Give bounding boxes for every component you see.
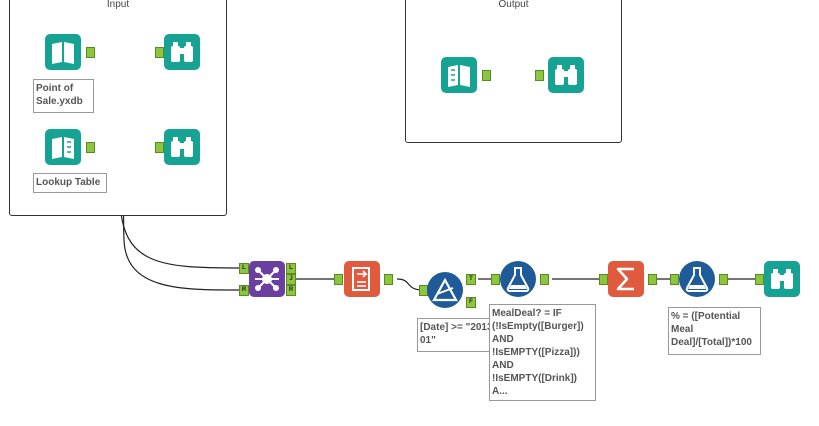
output-anchor[interactable]	[384, 274, 393, 285]
output-anchor[interactable]	[482, 70, 491, 81]
output-anchor[interactable]	[540, 274, 549, 285]
input-container-title: Input	[106, 0, 130, 10]
output-browse-tool[interactable]	[548, 57, 584, 93]
join-right-output-anchor[interactable]: R	[286, 285, 296, 296]
sigma-icon	[616, 267, 634, 291]
book-icon	[52, 42, 74, 64]
book-icon	[52, 137, 74, 159]
join-tool[interactable]	[249, 261, 285, 297]
input-anchor[interactable]	[670, 274, 679, 285]
join-icon	[255, 267, 279, 291]
filter-icon	[432, 277, 458, 302]
join-left-output-anchor[interactable]: L	[286, 263, 296, 274]
sort-tool[interactable]	[344, 261, 380, 297]
output-container[interactable]: Output	[405, 0, 622, 143]
filter-tool[interactable]	[427, 272, 463, 308]
formula-tool-2[interactable]	[679, 261, 715, 297]
binoculars-icon	[171, 42, 193, 62]
output-anchor[interactable]	[86, 47, 95, 58]
input-anchor[interactable]	[155, 142, 164, 153]
browse-tool-final[interactable]	[764, 261, 800, 297]
input-anchor[interactable]	[599, 274, 608, 285]
filter-true-anchor[interactable]: T	[466, 274, 476, 285]
browse-tool-1[interactable]	[164, 34, 200, 70]
binoculars-icon	[555, 65, 577, 85]
output-input-tool[interactable]	[441, 57, 477, 93]
summarize-tool[interactable]	[608, 261, 644, 297]
input-anchor[interactable]	[491, 274, 500, 285]
annotation-formula-1: MealDeal? = IF (!IsEmpty([Burger]) AND !…	[489, 304, 596, 401]
annotation-formula-2: % = ([Potential Meal Deal]/[Total])*100	[668, 307, 761, 355]
output-anchor[interactable]	[719, 274, 728, 285]
input-data-tool-1[interactable]	[45, 34, 81, 70]
join-join-output-anchor[interactable]: J	[286, 274, 296, 285]
formula-tool-1[interactable]	[500, 261, 536, 297]
input-data-tool-2[interactable]	[45, 129, 81, 165]
input-anchor[interactable]	[155, 47, 164, 58]
annotation-input-2: Lookup Table	[33, 173, 107, 193]
output-anchor[interactable]	[648, 274, 657, 285]
book-icon	[448, 65, 470, 87]
output-container-title: Output	[498, 0, 529, 10]
join-right-input-anchor[interactable]: R	[239, 285, 249, 296]
binoculars-icon	[771, 269, 793, 289]
filter-false-anchor[interactable]: F	[466, 297, 476, 308]
input-anchor[interactable]	[334, 274, 343, 285]
binoculars-icon	[171, 137, 193, 157]
browse-tool-2[interactable]	[164, 129, 200, 165]
input-anchor[interactable]	[755, 274, 764, 285]
annotation-input-1: Point of Sale.yxdb	[33, 79, 94, 113]
input-anchor[interactable]	[535, 70, 544, 81]
output-anchor[interactable]	[86, 142, 95, 153]
flask-icon	[506, 267, 530, 292]
sort-icon	[352, 267, 370, 291]
flask-icon	[685, 267, 709, 292]
join-left-input-anchor[interactable]: L	[239, 263, 249, 274]
